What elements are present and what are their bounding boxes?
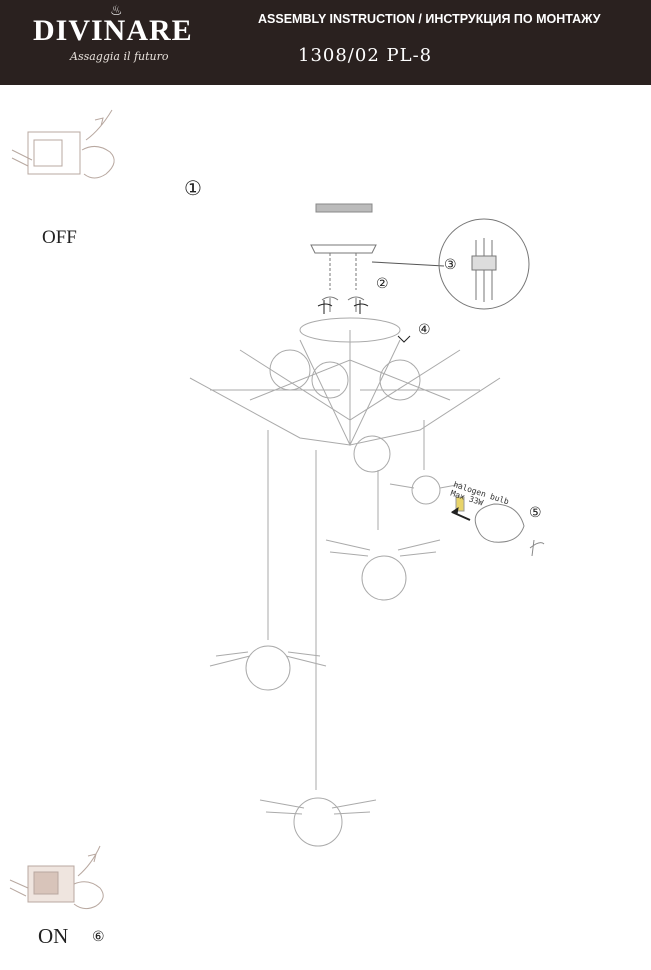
pendant-spiders: [209, 475, 463, 847]
wire-connector-detail: [438, 218, 530, 310]
bulb-diagram: [450, 496, 545, 557]
step-4-marker: ④: [418, 322, 431, 338]
switch-off-label: OFF: [42, 227, 77, 248]
step-3-marker: ③: [444, 257, 457, 273]
rotation-arrows: [317, 300, 411, 343]
brand-tagline: Assaggia il futuro: [70, 50, 169, 63]
brand-logo: DIVINARE: [33, 14, 193, 47]
switch-on-label: ON: [38, 924, 69, 948]
ceiling-mount: [310, 203, 445, 312]
model-number: 1308/02 PL-8: [298, 45, 433, 66]
step-5-marker: ⑤: [529, 505, 542, 521]
document-title: ASSEMBLY INSTRUCTION / ИНСТРУКЦИЯ ПО МОН…: [258, 12, 601, 26]
flame-icon: ♨: [110, 4, 123, 19]
switch-on-icon: [9, 845, 104, 910]
step-1-marker: ①: [184, 176, 202, 200]
step-6-marker: ⑥: [92, 929, 105, 945]
switch-off-icon: [11, 109, 115, 179]
chandelier-frame: [189, 317, 501, 790]
step-2-marker: ②: [376, 276, 389, 292]
header-banner: ♨ DIVINARE Assaggia il futuro ASSEMBLY I…: [0, 0, 651, 85]
